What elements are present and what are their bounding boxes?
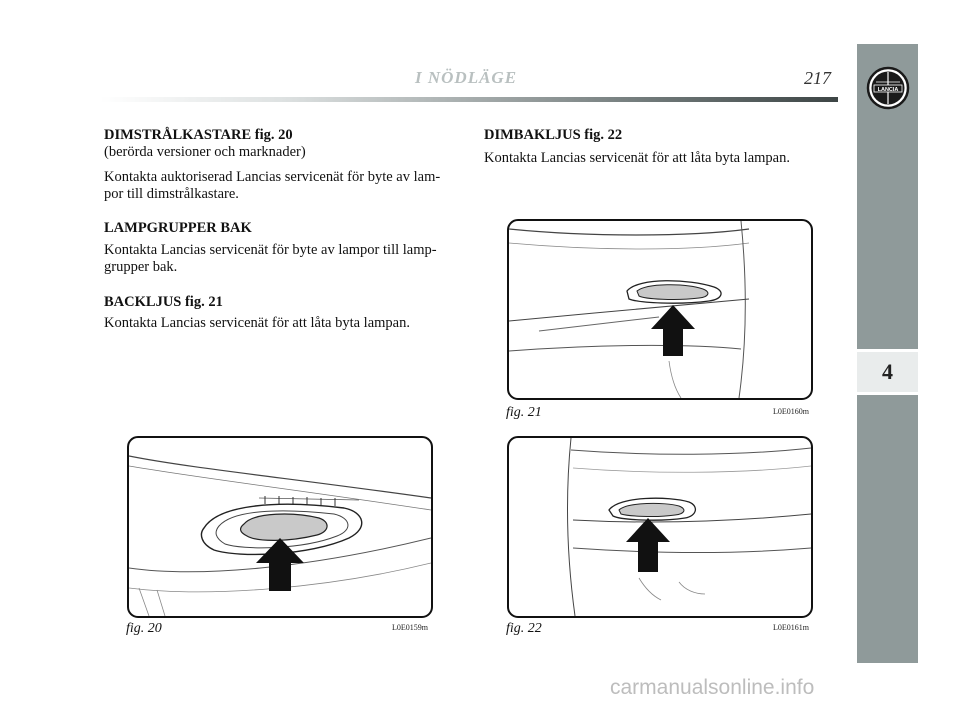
figure-20-illustration [127,436,433,618]
page-number: 217 [804,68,831,88]
heading-reversing-lights: BACKLJUS fig. 21 [104,294,223,310]
fog-lights-text-1: Kontakta auktoriserad Lancias servicenät… [104,169,441,185]
versions-note: (berörda versioner och marknader) [104,144,306,160]
figure-22-code: L0E0161m [773,623,809,632]
sidebar-bottom-band [857,395,918,663]
figure-22-illustration [507,436,813,618]
header-rule [100,97,838,102]
heading-rear-lamp-clusters: LAMPGRUPPER BAK [104,220,252,236]
chapter-tab-number: 4 [882,359,893,384]
heading-fog-lights: DIMSTRÅLKASTARE fig. 20 [104,127,293,143]
rear-clusters-text-2: grupper bak. [104,259,178,275]
figure-21-illustration [507,219,813,400]
rear-clusters-text-1: Kontakta Lancias servicenät för byte av … [104,242,437,258]
fog-lights-text-2: por till dimstrålkastare. [104,186,239,202]
logo-text: LANCIA [878,87,899,93]
rear-fog-light-text: Kontakta Lancias servicenät för att låta… [484,150,790,166]
figure-21-caption: fig. 21 [506,405,542,420]
figure-20-code: L0E0159m [392,623,428,632]
reversing-lights-text: Kontakta Lancias servicenät för att låta… [104,315,410,331]
chapter-tab [857,352,918,392]
figure-22-caption: fig. 22 [506,621,542,636]
section-title: I NÖDLÄGE [415,68,518,87]
heading-rear-fog-light: DIMBAKLJUS fig. 22 [484,127,623,143]
watermark: carmanualsonline.info [610,676,815,699]
figure-20-caption: fig. 20 [126,621,162,636]
figure-21-code: L0E0160m [773,407,809,416]
lancia-logo-icon: LANCIA [866,66,910,110]
